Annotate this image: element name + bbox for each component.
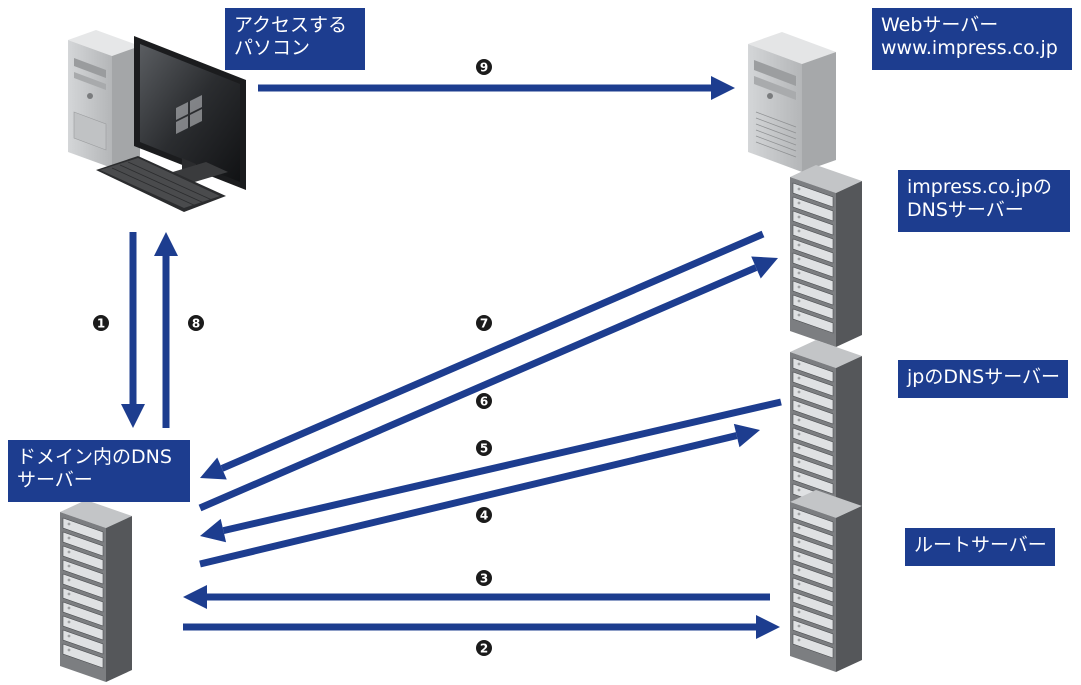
step-badge-4: 4: [476, 507, 492, 523]
local-dns-label-line-2: サーバー: [17, 469, 93, 491]
root-server-label: ルートサーバー: [905, 528, 1055, 566]
local-dns-label: ドメイン内のDNS サーバー: [8, 440, 190, 502]
step-number-3: 3: [480, 572, 488, 586]
arrow-1-pc-to-local-dns-head: [121, 404, 145, 428]
step-badge-9: 9: [476, 59, 492, 75]
step-badge-7: 7: [476, 315, 492, 331]
step-badge-6: 6: [476, 393, 492, 409]
step-number-7: 7: [480, 317, 488, 331]
arrow-6-local-to-impress-head: [751, 256, 778, 279]
arrow-2-local-to-root-head: [756, 615, 780, 639]
impress-dns-label: impress.co.jpの DNSサーバー: [898, 170, 1070, 232]
web-server-label-line-2: www.impress.co.jp: [881, 37, 1058, 59]
step-number-8: 8: [192, 317, 200, 331]
root-server-icon: [789, 489, 863, 673]
pc-label: アクセスする パソコン: [225, 8, 365, 70]
step-badge-3: 3: [476, 570, 492, 586]
impress-dns-label-line-2: DNSサーバー: [907, 199, 1024, 221]
arrow-4-local-to-jp-head: [733, 423, 760, 448]
arrow-3-root-to-local-head: [183, 585, 207, 609]
arrow-9-pc-to-web-head: [711, 76, 735, 100]
web-server-label: Webサーバー www.impress.co.jp: [872, 8, 1072, 70]
arrows-group: [121, 76, 782, 639]
root-server-label-line-1: ルートサーバー: [914, 534, 1047, 556]
step-number-5: 5: [480, 442, 488, 456]
impress-dns-server-icon: [789, 164, 863, 348]
arrow-7-impress-to-local-shaft: [220, 230, 765, 472]
step-badge-5: 5: [476, 440, 492, 456]
step-number-9: 9: [480, 61, 488, 75]
pc-label-line-1: アクセスする: [234, 14, 348, 36]
step-number-4: 4: [480, 509, 488, 523]
local-dns-server-icon: [59, 499, 133, 683]
step-number-6: 6: [480, 395, 488, 409]
arrow-4-local-to-jp-shaft: [199, 432, 738, 568]
local-dns-label-line-1: ドメイン内のDNS: [17, 446, 172, 468]
step-number-2: 2: [480, 642, 488, 656]
step-badge-1: 1: [93, 315, 109, 331]
step-badge-2: 2: [476, 640, 492, 656]
jp-dns-label-line-1: jpのDNSサーバー: [907, 366, 1061, 388]
arrow-7-impress-to-local-head: [200, 457, 227, 480]
step-badge-8: 8: [188, 315, 204, 331]
tower-server-icon: [748, 32, 836, 172]
desktop-computer-icon: [68, 30, 246, 212]
step-number-1: 1: [97, 317, 105, 331]
web-server-label-line-1: Webサーバー: [881, 14, 999, 36]
jp-dns-label: jpのDNSサーバー: [898, 360, 1068, 398]
arrow-6-local-to-impress-shaft: [198, 264, 758, 512]
arrow-5-jp-to-local-shaft: [222, 398, 782, 535]
arrow-8-local-dns-to-pc-head: [154, 232, 178, 256]
pc-label-line-2: パソコン: [234, 37, 311, 59]
arrow-5-jp-to-local-head: [200, 518, 227, 543]
impress-dns-label-line-1: impress.co.jpの: [907, 176, 1052, 198]
